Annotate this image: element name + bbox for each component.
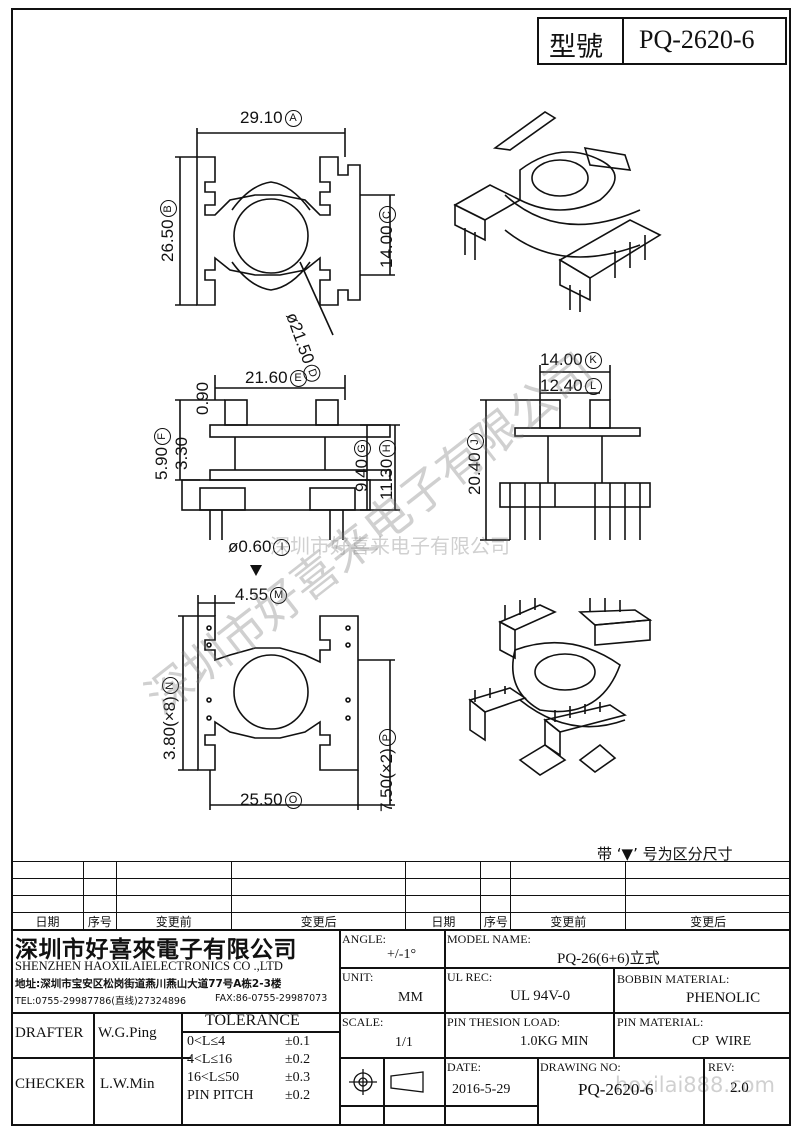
- model-value: PQ-26(6+6)立式: [557, 951, 660, 967]
- dim-f3: 3.30: [172, 436, 191, 470]
- tol-range-1: 0<L≤4: [187, 1034, 226, 1049]
- company-fax: FAX:86-0755-29987073: [215, 993, 328, 1004]
- drafter-name: W.G.Ping: [98, 1025, 157, 1041]
- tol-range-2: 4<L≤16: [187, 1052, 233, 1067]
- tol-value-1: ±0.1: [285, 1034, 311, 1049]
- pinmat-value: CP WIRE: [692, 1034, 752, 1049]
- isometric-bottom-view: [468, 598, 653, 776]
- checker-label: CHECKER: [15, 1076, 86, 1092]
- title-box: 型號 PQ-2620-6: [537, 17, 787, 65]
- dim-p: 7.50(×2)P: [377, 729, 397, 812]
- rev-h-after2: 变更后: [625, 912, 791, 931]
- dim-f: 5.90F: [152, 427, 172, 480]
- angle-value: +/-1°: [387, 947, 417, 962]
- title-label: 型號: [549, 32, 603, 63]
- company-address: 地址:深圳市宝安区松岗街道燕川燕山大道77号A栋2-3楼: [15, 978, 282, 990]
- date-label: DATE:: [447, 1060, 481, 1074]
- pinload-label: PIN THESION LOAD:: [447, 1015, 561, 1029]
- date-value: 2016-5-29: [452, 1082, 511, 1097]
- rev-h-seq: 序号: [82, 912, 117, 931]
- rev-value: 2.0: [730, 1080, 749, 1096]
- angle-label: ANGLE:: [342, 932, 386, 946]
- tol-value-4: ±0.2: [285, 1088, 311, 1103]
- bottom-view: [178, 595, 395, 810]
- watermark-url: hoxilai888.com: [615, 1073, 775, 1097]
- ulrec-label: UL REC:: [447, 970, 493, 984]
- dim-g: 9.40G: [352, 439, 372, 492]
- tol-value-3: ±0.3: [285, 1070, 311, 1085]
- company-tel: TEL:0755-29987786(直线)27324896: [15, 996, 187, 1007]
- scale-label: SCALE:: [342, 1015, 384, 1029]
- ulrec-value: UL 94V-0: [510, 988, 571, 1004]
- tol-range-3: 16<L≤50: [187, 1070, 240, 1085]
- drawing-no-value: PQ-2620-6: [578, 1080, 654, 1099]
- dim-c: 14.00C: [377, 206, 397, 268]
- drafter-label: DRAFTER: [15, 1025, 84, 1041]
- title-model: PQ-2620-6: [639, 25, 755, 54]
- scale-value: 1/1: [395, 1035, 413, 1050]
- top-view: [175, 128, 395, 336]
- bobbin-label: BOBBIN MATERIAL:: [617, 972, 730, 986]
- unit-label: UNIT:: [342, 970, 374, 984]
- front-view: [175, 375, 400, 540]
- rev-h-seq2: 序号: [480, 912, 512, 931]
- note-text: 带 ‘▼’ 号为区分尺寸: [597, 845, 733, 863]
- tol-range-4: PIN PITCH: [187, 1088, 254, 1103]
- projection-symbol-icon: [349, 1069, 424, 1095]
- pinload-value: 1.0KG MIN: [520, 1034, 589, 1049]
- bobbin-value: PHENOLIC: [686, 990, 761, 1006]
- rev-h-date2: 日期: [405, 912, 482, 931]
- reference-marker-icon: [250, 565, 262, 576]
- rev-h-before: 变更前: [115, 912, 232, 931]
- isometric-top-view: [453, 111, 662, 312]
- dim-b: 26.50B: [158, 200, 178, 262]
- company-name-en: SHENZHEN HAOXILAIELECTRONICS CO .,LTD: [15, 959, 283, 973]
- side-view: [480, 365, 651, 541]
- company-name-cn: 深圳市好喜來電子有限公司: [15, 937, 297, 963]
- tol-value-2: ±0.2: [285, 1052, 311, 1067]
- watermark-horizontal: 深圳市好喜来电子有限公司: [270, 534, 510, 558]
- revision-table: 日期 序号 变更前 变更后 日期 序号 变更前 变更后: [11, 861, 791, 931]
- pinmat-label: PIN MATERIAL:: [617, 1015, 704, 1029]
- dim-f2: 0.90: [193, 381, 212, 415]
- unit-value: MM: [398, 990, 423, 1005]
- tolerance-label: TOLERANCE: [205, 1012, 300, 1029]
- rev-h-after: 变更后: [230, 912, 407, 931]
- checker-name: L.W.Min: [100, 1076, 155, 1092]
- rev-label: REV:: [708, 1060, 735, 1074]
- technical-drawing: [175, 111, 662, 810]
- rev-h-before2: 变更前: [510, 912, 627, 931]
- model-label: MODEL NAME:: [447, 932, 531, 946]
- drawing-frame: [11, 8, 791, 1126]
- drawing-no-label: DRAWING NO:: [540, 1060, 621, 1074]
- rev-h-date: 日期: [11, 912, 84, 931]
